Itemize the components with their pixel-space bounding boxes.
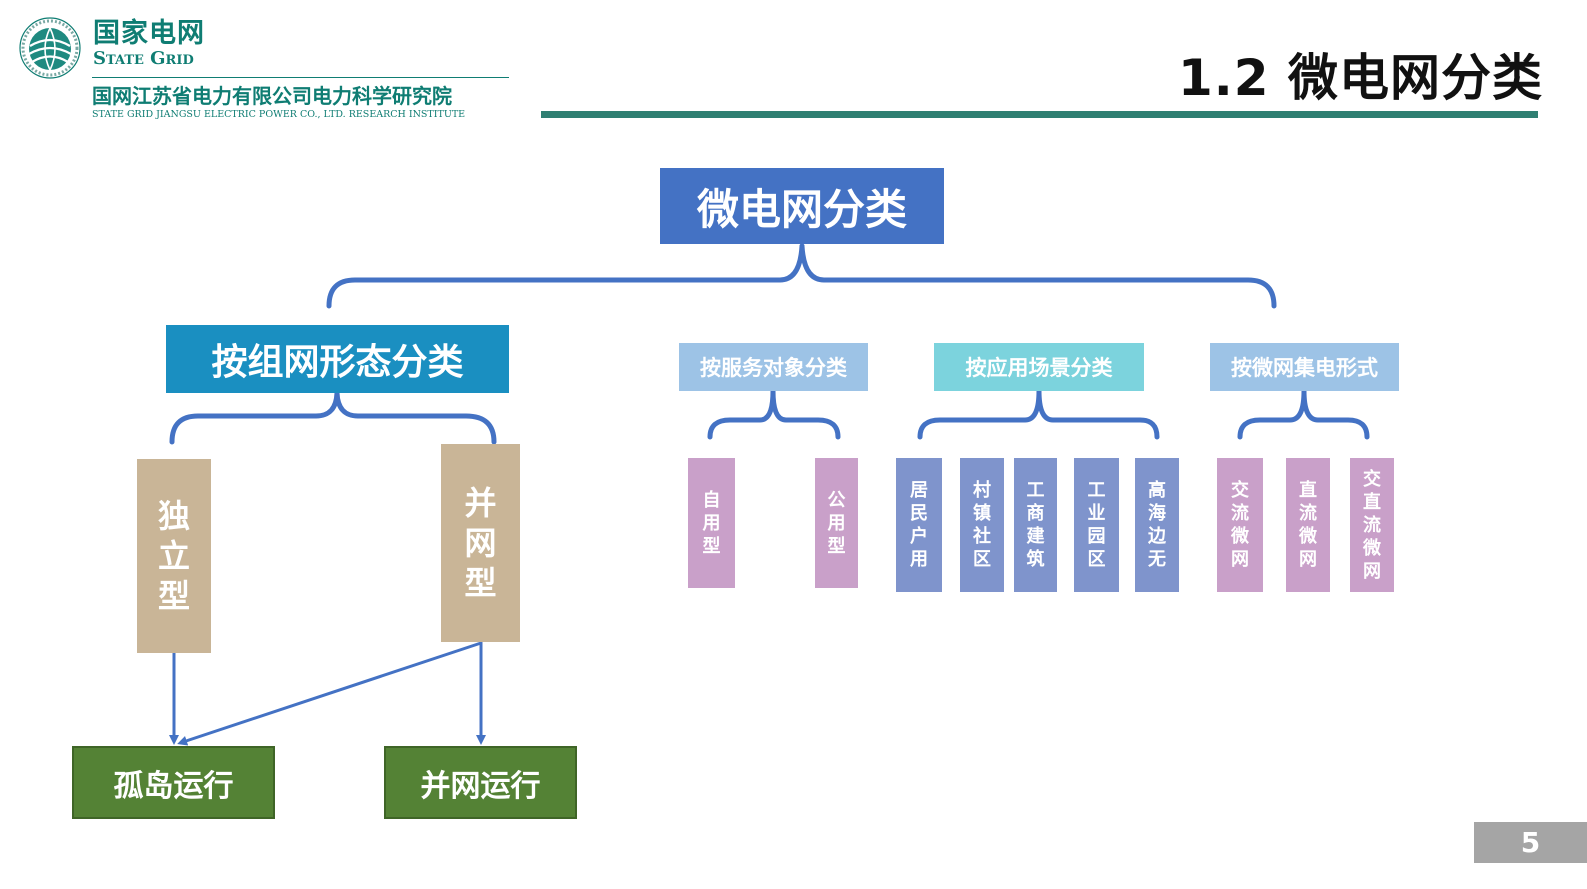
- leaf-residential: 居民户用: [896, 458, 942, 592]
- state-grid-logo: [18, 16, 82, 80]
- root-node: 微电网分类: [660, 168, 944, 244]
- leaf-public-use: 公用型: [815, 458, 858, 588]
- brand-cn: 国家电网: [93, 18, 205, 49]
- op-island-mode: 孤岛运行: [72, 746, 275, 819]
- leaf-village-community: 村镇社区: [960, 458, 1004, 592]
- leaf-self-use: 自用型: [688, 458, 735, 588]
- leaf-dc-microgrid: 直流微网: [1286, 458, 1330, 592]
- category-topology: 按组网形态分类: [166, 325, 509, 393]
- leaf-acdc-microgrid: 交直流微网: [1350, 458, 1394, 592]
- leaf-ac-microgrid: 交流微网: [1217, 458, 1263, 592]
- leaf-commercial-building: 工商建筑: [1014, 458, 1057, 592]
- category-service-object: 按服务对象分类: [679, 343, 868, 391]
- leaf-industrial-park: 工业园区: [1074, 458, 1119, 592]
- page-number: 5: [1474, 822, 1587, 863]
- page-title: 1.2 微电网分类: [1178, 49, 1543, 107]
- org-name-cn: 国网江苏省电力有限公司电力科学研究院: [92, 84, 452, 108]
- brand-en: State Grid: [93, 48, 194, 69]
- org-name-en: STATE GRID JIANGSU ELECTRIC POWER CO., L…: [92, 109, 466, 120]
- style-grid-connected: 并网型: [441, 444, 520, 642]
- category-application-scene: 按应用场景分类: [934, 343, 1144, 391]
- style-standalone: 独立型: [137, 459, 211, 653]
- leaf-remote-area: 高海边无: [1135, 458, 1179, 592]
- title-rule: [541, 111, 1538, 118]
- category-bus-form: 按微网集电形式: [1210, 343, 1399, 391]
- op-grid-mode: 并网运行: [384, 746, 577, 819]
- org-divider: [92, 77, 509, 78]
